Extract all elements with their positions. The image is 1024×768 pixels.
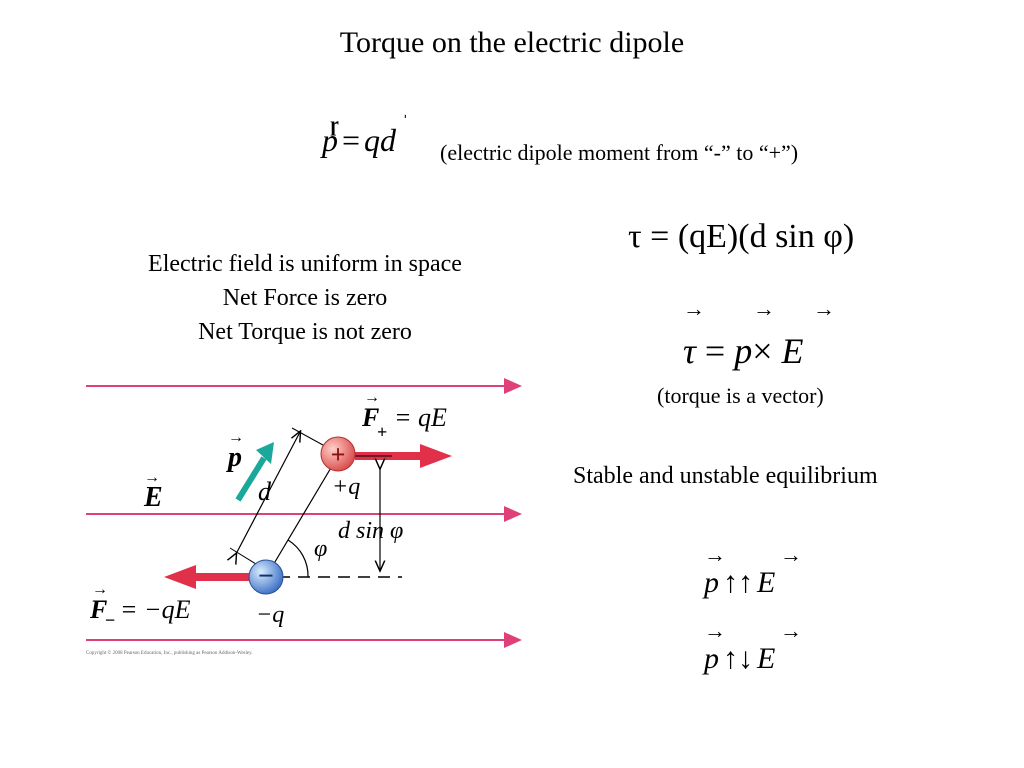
p-vector-arrow-icon: → [753, 296, 775, 321]
slide-title: Torque on the electric dipole [339, 26, 685, 59]
torque-magnitude-equation: τ = (qE)(d sin φ) [628, 218, 855, 255]
minus-q-label: −q [256, 602, 284, 628]
f-minus-label: = −qE [120, 595, 191, 624]
p-symbol: p [704, 566, 719, 599]
force-plus-arrowhead [420, 444, 452, 468]
d-dimension-line [236, 432, 300, 554]
plus-q-label: +q [332, 474, 360, 500]
d-label: d [258, 477, 272, 506]
tau-vector-arrow-icon: → [683, 296, 705, 321]
d-tick-bottom [229, 547, 257, 565]
stable-equilibrium-equation: → → p↑↑E [704, 542, 802, 600]
p-label: p [226, 442, 242, 473]
cross-sign: × [752, 331, 773, 371]
field-text-line1: Electric field is uniform in space [148, 251, 462, 277]
p-vector-arrow-icon: → [704, 542, 726, 567]
p-vector-arrow-icon: → [704, 618, 726, 643]
p-symbol: p [734, 331, 753, 371]
p-vector-mark-icon: ɼ [330, 114, 339, 136]
tau-symbol: τ [683, 331, 696, 371]
plus-charge [320, 436, 356, 472]
force-minus-arrowhead [164, 565, 196, 589]
dsinphi-label: d sin φ [338, 518, 403, 544]
dipole-moment-equation: p=qd ɼ ˈ [322, 112, 409, 159]
f-minus-subscript: − [105, 610, 115, 630]
field-text-line2: Net Force is zero [222, 285, 388, 311]
unstable-equilibrium-equation: → → p↑↓E [704, 618, 802, 676]
minus-charge [248, 559, 284, 595]
torque-vector-equation: → → → τ = p× E [683, 296, 835, 372]
e-label: E [143, 482, 163, 513]
phi-arc [287, 539, 309, 578]
equilibrium-heading: Stable and unstable equilibrium [573, 463, 878, 489]
equals-sign: = [704, 331, 726, 371]
minus-charge-sign: − [258, 561, 274, 592]
plus-charge-sign: + [331, 440, 346, 469]
f-plus-label: = qE [394, 403, 447, 432]
f-minus-symbol: F [89, 595, 107, 624]
f-plus-arrow-icon: → [364, 389, 380, 406]
e-vector-arrow-icon: → [780, 618, 802, 643]
e-symbol: E [757, 642, 776, 675]
antiparallel-arrows: ↑↓ [723, 642, 753, 675]
equals-sign: = [342, 122, 361, 158]
p-moment-arrowhead [256, 442, 274, 464]
e-vector-arrow-icon: → [780, 542, 802, 567]
dipole-moment-note: (electric dipole moment from “-” to “+”) [440, 140, 799, 165]
torque-vector-note: (torque is a vector) [657, 383, 824, 408]
parallel-arrows: ↑↑ [723, 566, 753, 599]
f-minus-arrow-icon: → [92, 581, 108, 598]
f-plus-subscript: + [377, 422, 387, 442]
qd-symbol: qd [364, 122, 397, 158]
dipole-figure: + − F + = qE → F − = −qE → p → E → d +q … [86, 378, 522, 656]
d-vector-mark-icon: ˈ [402, 112, 409, 134]
p-moment-arrow [235, 456, 267, 502]
p-symbol: p [322, 122, 338, 158]
e-symbol: E [781, 331, 804, 371]
field-text-line3: Net Torque is not zero [198, 319, 412, 345]
copyright-text: Copyright © 2008 Pearson Education, Inc.… [86, 650, 253, 656]
e-vector-arrow-icon: → [813, 296, 835, 321]
p-symbol: p [704, 642, 719, 675]
phi-label: φ [314, 536, 327, 562]
e-symbol: E [757, 566, 776, 599]
p-label-arrow-icon: → [228, 429, 244, 446]
field-description: Electric field is uniform in space Net F… [105, 247, 505, 349]
e-label-arrow-icon: → [144, 469, 160, 486]
f-plus-symbol: F [361, 403, 379, 432]
